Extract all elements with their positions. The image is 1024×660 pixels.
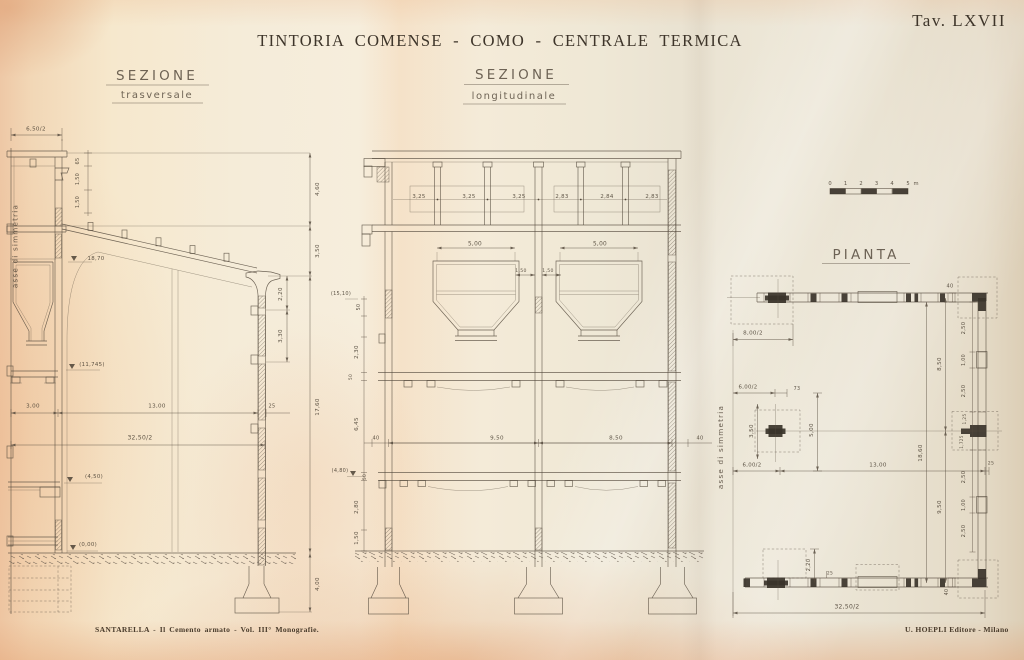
dim-label: 18,70: [88, 256, 105, 262]
dim-label: 13,00: [148, 404, 166, 410]
dim-label: 3,25: [412, 194, 425, 200]
dim-label: 40: [697, 436, 704, 442]
plan-drawing: [727, 188, 1002, 618]
drawing-heading: 5: [906, 181, 909, 187]
dim-label: 1,00: [961, 354, 967, 366]
plate-title: TINTORIA COMENSE - COMO - CENTRALE TERMI…: [257, 31, 743, 50]
dim-label: 50: [348, 374, 354, 380]
dim-label: 2,50: [961, 385, 967, 398]
dim-label: 1,00: [961, 499, 967, 511]
section-trasversale-drawing: [6, 84, 312, 614]
dim-label: 1,50: [542, 268, 553, 274]
dim-label: 5,00: [468, 242, 482, 248]
dim-label: 6,00/2: [738, 385, 757, 391]
dim-label: 6,00/2: [742, 463, 761, 469]
dim-label: 1,25: [962, 414, 968, 425]
drawing-heading: 3: [875, 181, 878, 187]
dim-label: 25: [988, 461, 994, 467]
dim-label: 2,20: [278, 287, 284, 301]
dim-label: 8,50: [609, 436, 623, 442]
dim-label: 5,00: [593, 242, 607, 248]
drawing-heading: asse di simmetria: [716, 405, 725, 489]
dim-label: 2,80: [354, 500, 360, 514]
dim-label: 3,25: [512, 194, 525, 200]
dim-label: 4,00: [315, 577, 321, 591]
dim-label: 5,00: [809, 423, 815, 437]
drawing-heading: 0: [828, 181, 831, 187]
dim-label: 2,50: [961, 525, 967, 538]
dim-label: 40: [947, 284, 954, 290]
drawing-heading: longitudinale: [472, 91, 557, 102]
footer-left: SANTARELLA - Il Cemento armato - Vol. II…: [95, 625, 320, 634]
dim-label: 65: [75, 158, 81, 165]
dim-label: 1,50: [75, 196, 81, 208]
dim-label: 6,50/2: [26, 127, 46, 133]
dim-label: 73: [794, 386, 801, 392]
dim-label: 2,30: [354, 345, 360, 359]
dim-label: 32,50/2: [834, 604, 859, 611]
dim-label: 50: [356, 304, 362, 311]
dim-label: 8,50: [937, 357, 943, 371]
drawing-heading: SEZIONE: [475, 67, 557, 83]
dim-label: 1,50: [354, 531, 360, 545]
drawing-heading: 4: [890, 181, 894, 187]
dim-label: 6,45: [354, 417, 360, 431]
dim-label: (4,80): [332, 468, 349, 474]
dim-label: (0,00): [79, 542, 97, 548]
dim-label: 3,50: [749, 424, 755, 438]
drawing-heading: 1: [844, 181, 847, 187]
dim-label: 9,50: [937, 500, 943, 514]
dim-label: 17,60: [315, 398, 321, 416]
drawing-heading: trasversale: [121, 90, 193, 101]
dim-label: 4,60: [315, 182, 321, 196]
dim-label: 25: [269, 404, 276, 410]
drawing-heading: m: [913, 181, 918, 187]
dim-label: 25: [827, 571, 833, 577]
dim-label: 1,50: [515, 268, 526, 274]
dim-label: 18,60: [918, 444, 924, 462]
dim-label: 2,83: [645, 194, 658, 200]
dim-label: 40: [944, 589, 950, 596]
dim-label: 3,00: [26, 404, 40, 410]
dim-label: 2,83: [555, 194, 568, 200]
drawing-heading: SEZIONE: [116, 68, 198, 84]
dim-label: 1,50: [75, 173, 81, 185]
dim-label: 1,725: [959, 435, 964, 449]
dim-label: (4,50): [85, 474, 103, 480]
dim-label: 9,50: [490, 436, 504, 442]
footer-right: U. HOEPLI Editore - Milano: [905, 625, 1009, 634]
drawing-heading: asse di simmetria: [11, 204, 20, 288]
dim-label: 13,00: [869, 463, 887, 469]
dim-label: 8,00/2: [743, 331, 763, 337]
dim-label: 32,50/2: [127, 435, 152, 442]
dim-label: 2,84: [600, 194, 613, 200]
section-longitudinale-drawing: [345, 84, 712, 615]
drawing-heading: 2: [859, 181, 862, 187]
dim-label: 3,30: [278, 329, 284, 343]
dim-label: 3,50: [315, 244, 321, 258]
dim-label: (15,10): [331, 291, 351, 297]
dim-label: (11,745): [79, 362, 104, 368]
plate-number: Tav. LXVII: [912, 11, 1006, 30]
dim-label: 2,20: [806, 559, 812, 572]
dim-label: 2,50: [961, 322, 967, 335]
dim-label: 3,25: [462, 194, 475, 200]
drawing-heading: PIANTA: [832, 247, 899, 263]
dim-label: 40: [373, 436, 380, 442]
dim-label: 2,50: [961, 471, 967, 484]
dim-label: 50: [362, 474, 368, 480]
